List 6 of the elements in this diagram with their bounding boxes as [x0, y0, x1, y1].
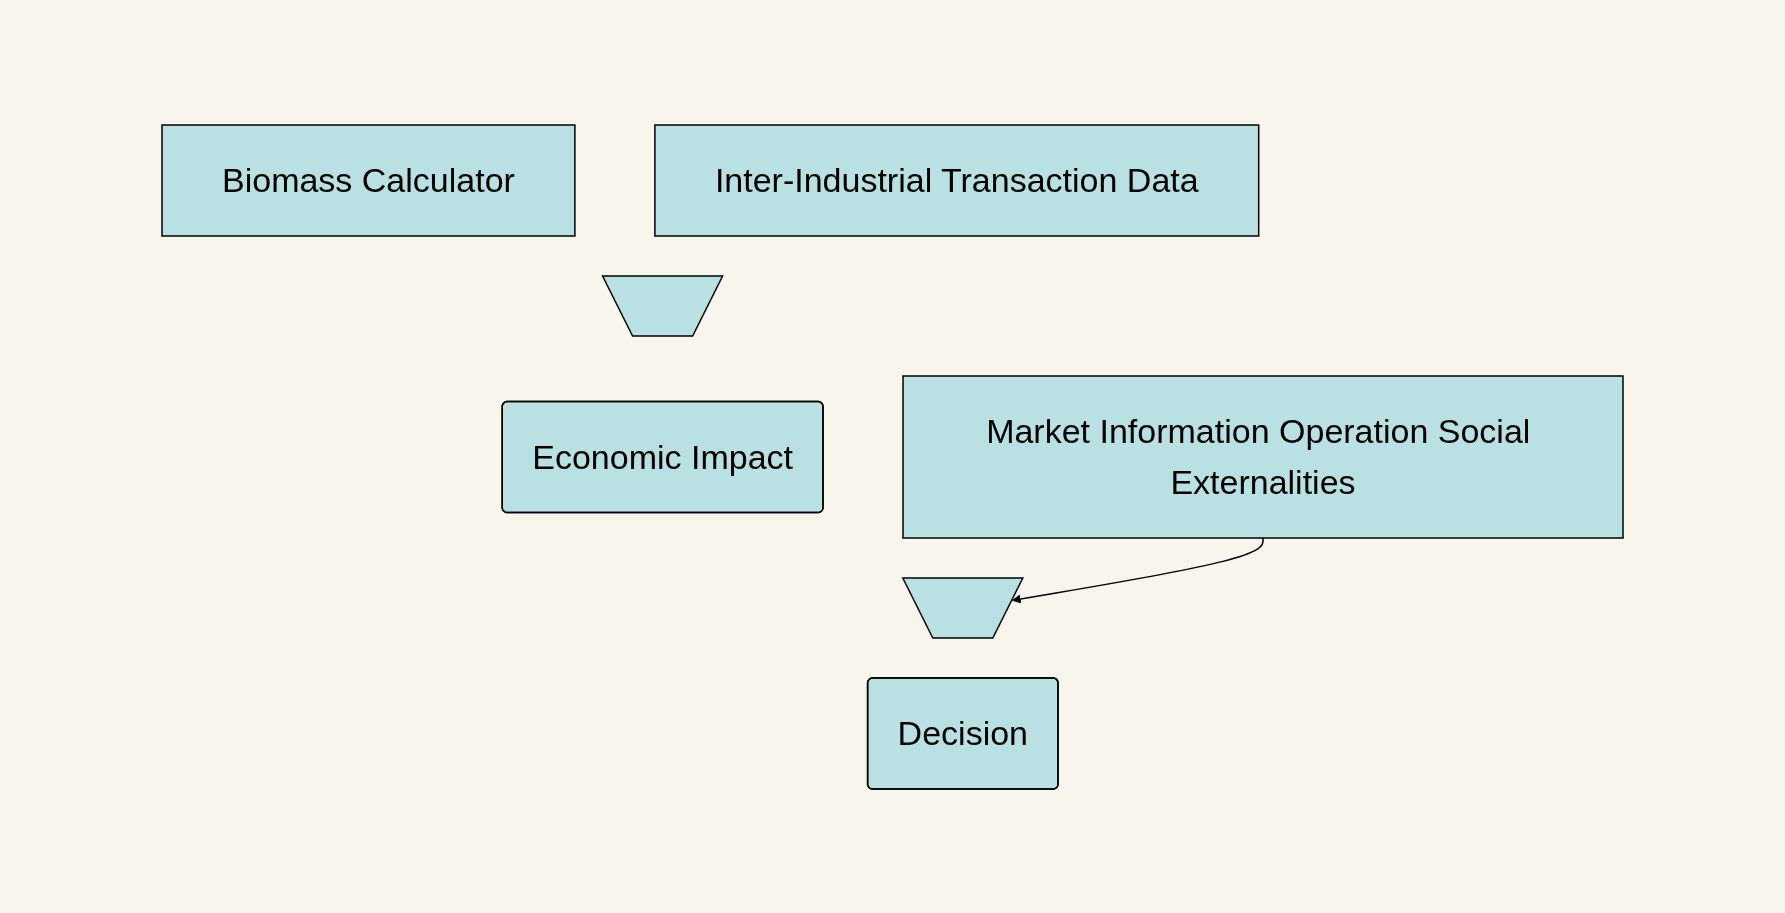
node-box: Biomass Calculator [161, 123, 576, 237]
arrow [1012, 536, 1264, 603]
node-box: Market Information Operation Social Externalities [902, 374, 1624, 539]
node-arrow [601, 274, 724, 337]
node-arrow [901, 576, 1025, 639]
node-box: Inter-Industrial Transaction Data [654, 123, 1260, 237]
